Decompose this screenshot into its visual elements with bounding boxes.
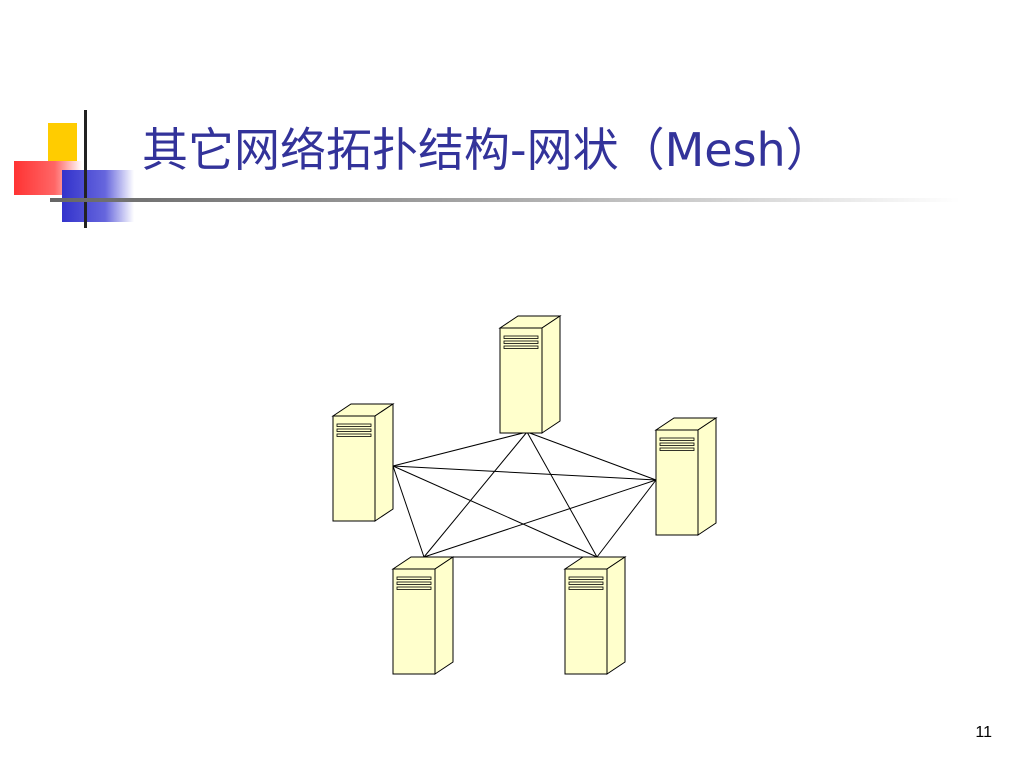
- deco-blue-bar: [62, 170, 134, 222]
- connection-server-right-to-server-bottom-left: [423, 479, 657, 558]
- connection-server-left-to-server-bottom-right: [392, 465, 598, 558]
- server-tower-icon: [498, 315, 562, 434]
- connection-server-left-to-server-bottom-left: [392, 465, 425, 558]
- connection-server-top-to-server-right: [526, 431, 657, 481]
- title-decoration: [14, 110, 960, 228]
- connection-server-top-to-server-bottom-right: [526, 431, 598, 558]
- page-title: 其它网络拓扑结构-网状（Mesh）: [142, 123, 832, 177]
- connection-server-right-to-server-bottom-right: [596, 479, 657, 558]
- server-tower-icon: [331, 403, 395, 522]
- server-tower-icon: [563, 556, 627, 675]
- connection-server-top-to-server-left: [392, 431, 528, 467]
- server-tower-icon: [391, 556, 455, 675]
- server-tower-icon: [654, 417, 718, 536]
- mesh-connections: [392, 431, 657, 558]
- connection-server-left-to-server-right: [392, 465, 657, 481]
- page-number: 11: [975, 724, 992, 741]
- connection-server-top-to-server-bottom-left: [423, 431, 528, 558]
- mesh-nodes: [331, 315, 718, 675]
- deco-vertical-line: [84, 110, 87, 228]
- deco-yellow-square: [48, 123, 77, 165]
- title-underline: [50, 198, 960, 202]
